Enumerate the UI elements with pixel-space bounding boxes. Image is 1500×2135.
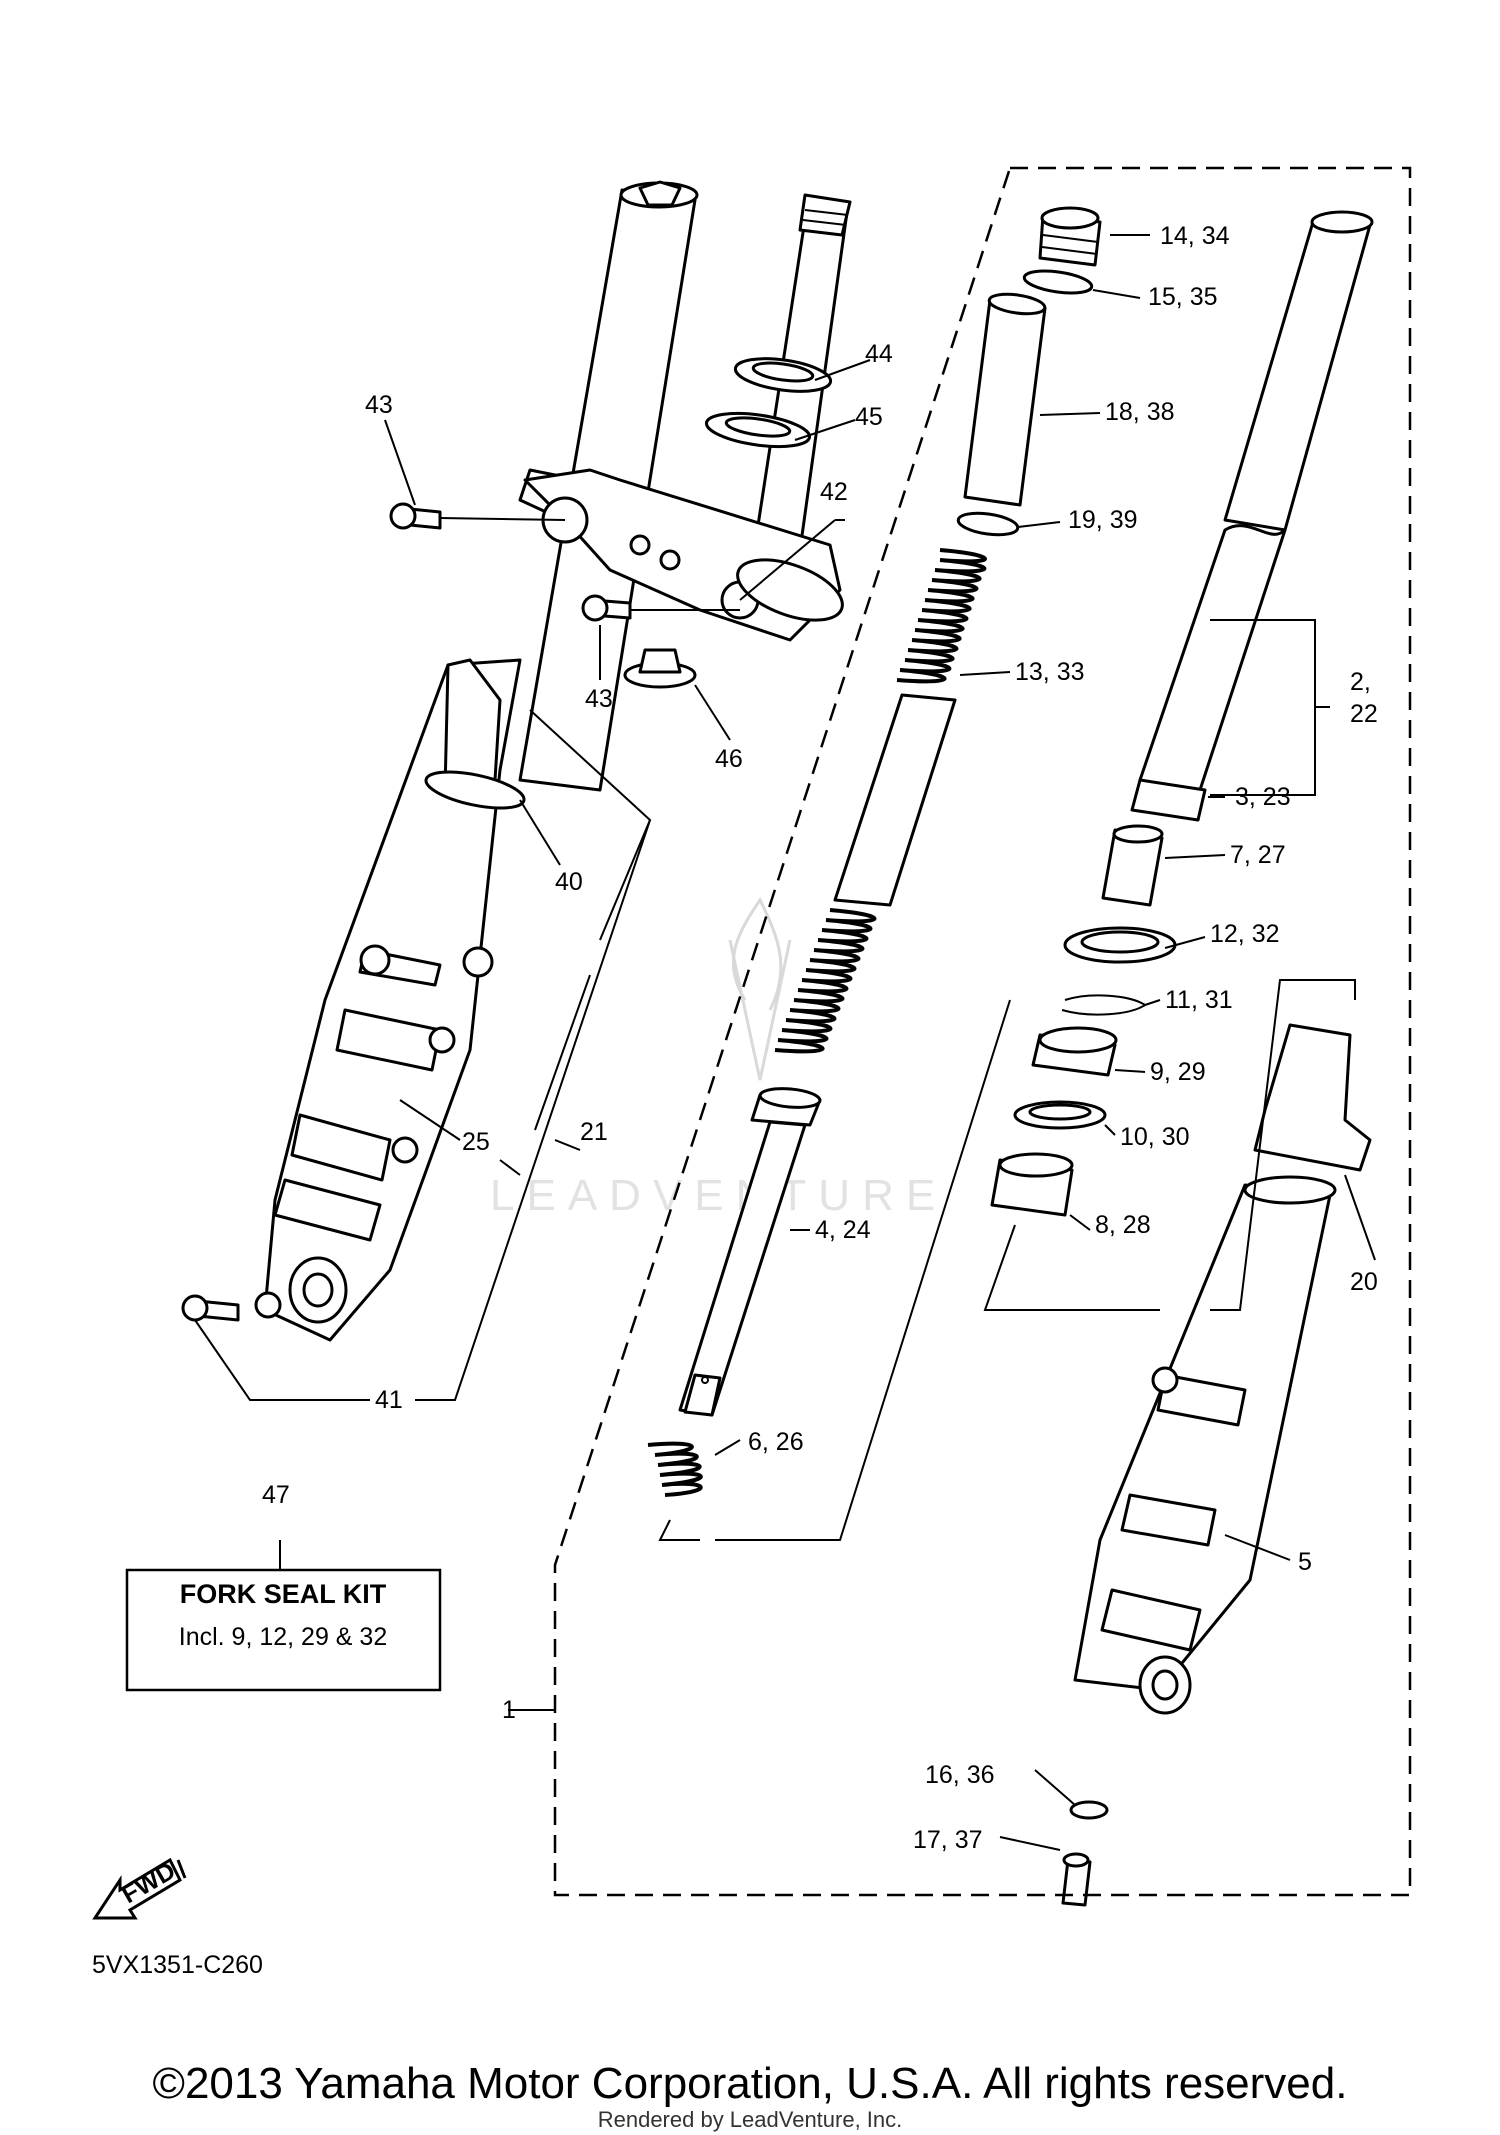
callout-2-22-line2: 22: [1350, 700, 1378, 728]
callout-16-36: 16, 36: [925, 1761, 995, 1789]
callout-2-22-line1: 2,: [1350, 668, 1371, 696]
callout-41: 41: [375, 1386, 403, 1414]
fwd-label: FWD: [117, 1856, 180, 1909]
assembled-fork-left: [181, 180, 699, 1342]
callout-17-37: 17, 37: [913, 1826, 983, 1854]
rendered-by-notice: Rendered by LeadVenture, Inc.: [598, 2107, 903, 2132]
callout-14-34: 14, 34: [1160, 222, 1230, 250]
callout-12-32: 12, 32: [1210, 920, 1280, 948]
leader-lines: [194, 166, 1412, 1897]
kit-title: FORK SEAL KIT: [180, 1579, 387, 1609]
callout-8-28: 8, 28: [1095, 1211, 1151, 1239]
callout-43-bottom: 43: [585, 685, 613, 713]
callout-11-31: 11, 31: [1165, 986, 1233, 1014]
callout-4-24: 4, 24: [815, 1216, 871, 1244]
callout-19-39: 19, 39: [1068, 506, 1138, 534]
forward-direction-arrow: FWD: [92, 1856, 187, 1920]
callout-42: 42: [820, 478, 848, 506]
callout-10-30: 10, 30: [1120, 1123, 1190, 1151]
diagram-code: 5VX1351-C260: [92, 1951, 263, 1979]
callout-5: 5: [1298, 1548, 1312, 1576]
callout-9-29: 9, 29: [1150, 1058, 1206, 1086]
fork-internals-exploded: [647, 206, 1374, 1907]
callout-1: 1: [502, 1696, 516, 1724]
callout-15-35: 15, 35: [1148, 283, 1218, 311]
callout-labels: 14, 34 15, 35 18, 38 19, 39 13, 33 2, 22…: [262, 222, 1378, 1854]
callout-25: 25: [462, 1128, 490, 1156]
callout-40: 40: [555, 868, 583, 896]
callout-43-top: 43: [365, 391, 393, 419]
callout-3-23: 3, 23: [1235, 783, 1291, 811]
leadventure-watermark: LEADVENTURE: [490, 897, 947, 1220]
kit-contents: Incl. 9, 12, 29 & 32: [179, 1623, 387, 1651]
callout-7-27: 7, 27: [1230, 841, 1286, 869]
copyright-notice: ©2013 Yamaha Motor Corporation, U.S.A. A…: [153, 2059, 1348, 2108]
callout-6-26: 6, 26: [748, 1428, 804, 1456]
watermark-text: LEADVENTURE: [490, 1171, 947, 1220]
callout-46: 46: [715, 745, 743, 773]
callout-18-38: 18, 38: [1105, 398, 1175, 426]
callout-45: 45: [855, 403, 883, 431]
callout-13-33: 13, 33: [1015, 658, 1085, 686]
callout-44: 44: [865, 340, 893, 368]
callout-21: 21: [580, 1118, 608, 1146]
fork-seal-kit-box: FORK SEAL KIT Incl. 9, 12, 29 & 32: [125, 1568, 442, 1692]
steering-stem-assembly: [389, 193, 852, 689]
callout-47: 47: [262, 1481, 290, 1509]
callout-20: 20: [1350, 1268, 1378, 1296]
